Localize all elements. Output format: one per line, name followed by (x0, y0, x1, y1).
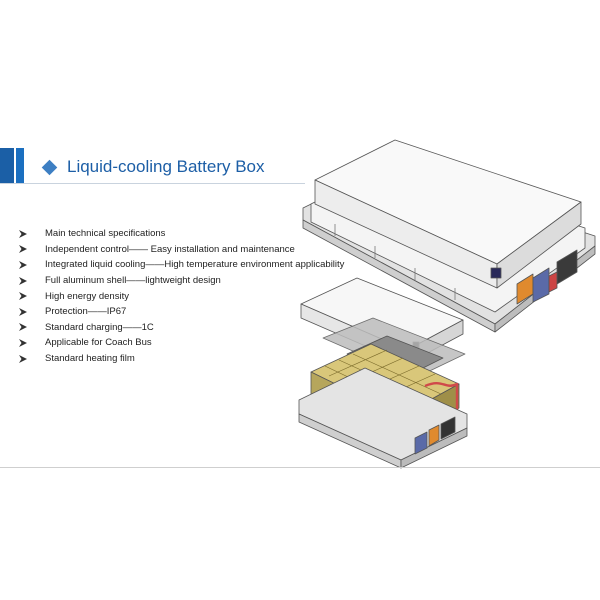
spec-list: Main technical specifications Independen… (19, 226, 359, 366)
arrowhead-icon (19, 245, 27, 254)
assembled-battery-box (302, 139, 596, 333)
spec-item: Independent control—— Easy installation … (19, 242, 359, 258)
arrowhead-icon (19, 229, 27, 238)
accent-bar (0, 148, 30, 184)
bottom-divider (0, 467, 600, 468)
spec-item: High energy density (19, 288, 359, 304)
spec-item: Standard charging——1C (19, 320, 359, 336)
title-row: Liquid-cooling Battery Box (41, 154, 265, 180)
arrowhead-icon (19, 323, 27, 332)
arrowhead-icon (19, 292, 27, 301)
battery-box-illustration (295, 128, 600, 473)
slide-title: Liquid-cooling Battery Box (67, 157, 265, 176)
diamond-icon (41, 159, 58, 175)
arrowhead-icon (19, 276, 27, 285)
arrowhead-icon (19, 260, 27, 269)
spec-item: Full aluminum shell——lightweight design (19, 273, 359, 289)
arrowhead-icon (19, 338, 27, 347)
exploded-battery-box (298, 277, 468, 469)
spec-item: Standard heating film (19, 351, 359, 367)
spec-item: Main technical specifications (19, 226, 359, 242)
spec-item: Applicable for Coach Bus (19, 335, 359, 351)
title-underline (0, 183, 305, 184)
spec-item: Integrated liquid cooling——High temperat… (19, 257, 359, 273)
arrowhead-icon (19, 307, 27, 316)
arrowhead-icon (19, 354, 27, 363)
spec-item: Protection——IP67 (19, 304, 359, 320)
